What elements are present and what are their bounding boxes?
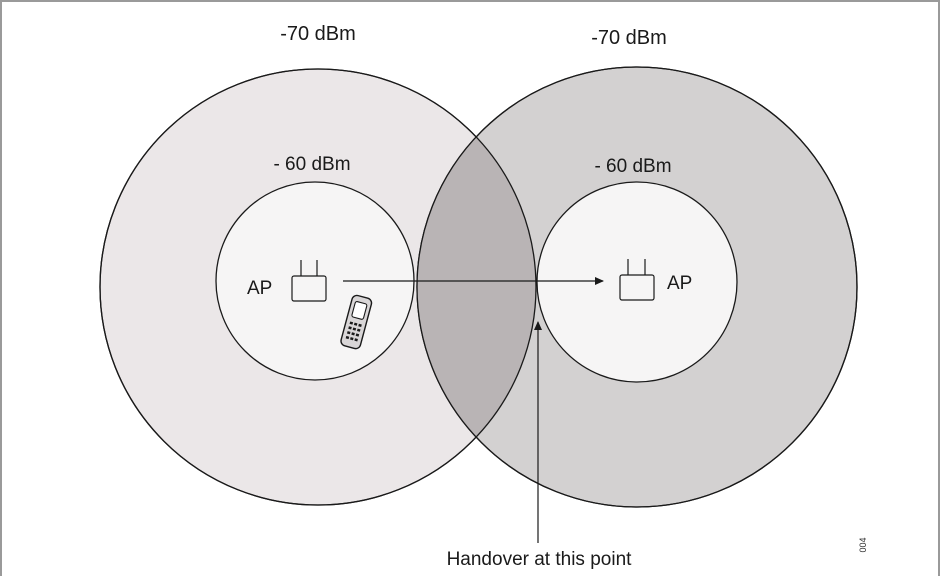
access-point-icon — [619, 259, 655, 301]
right-inner-signal-label: - 60 dBm — [594, 156, 671, 177]
handset-icon — [340, 294, 373, 350]
left-inner-signal-label: - 60 dBm — [273, 154, 350, 175]
right-ap-label: AP — [667, 273, 692, 294]
figure-id: 004 — [858, 537, 868, 552]
handover-label: Handover at this point — [447, 549, 633, 570]
left-outer-signal-label: -70 dBm — [280, 23, 356, 45]
left-ap-label: AP — [247, 278, 272, 299]
right-inner-coverage-circle — [536, 181, 738, 383]
access-point-icon — [291, 260, 327, 302]
right-outer-signal-label: -70 dBm — [591, 27, 667, 49]
